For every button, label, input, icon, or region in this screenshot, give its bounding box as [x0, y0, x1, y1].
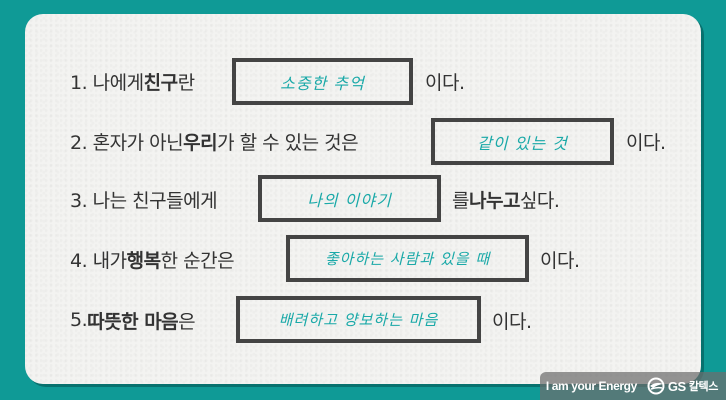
- prefix-bold: 따뜻한 마음: [87, 310, 179, 333]
- prefix-text: 3. 나는 친구들에게: [70, 189, 218, 212]
- worksheet-card: [25, 14, 701, 384]
- answer-box-1[interactable]: 소중한 추억: [232, 58, 413, 105]
- prefix-text: 4. 내가: [70, 249, 127, 272]
- gs-caltex-logo-icon: [647, 377, 665, 395]
- row-2-suffix: 이다.: [626, 117, 666, 165]
- slogan-text: I am your Energy: [545, 379, 637, 393]
- prefix-bold: 우리: [183, 131, 218, 154]
- prefix-text: 5.: [70, 309, 88, 331]
- answer-box-3[interactable]: 나의 이야기: [258, 175, 441, 222]
- suffix-pre: 를: [452, 189, 469, 212]
- answer-text: 같이 있는 것: [477, 133, 568, 153]
- row-3-suffix: 를 나누고 싶다.: [452, 175, 560, 223]
- suffix-text: 이다.: [540, 249, 580, 272]
- prefix-text: 2. 혼자가 아닌: [70, 131, 184, 154]
- prefix-tail: 란: [177, 71, 195, 94]
- prefix-bold: 행복: [126, 249, 161, 272]
- answer-text: 좋아하는 사람과 있을 때: [324, 250, 491, 268]
- brand-footer: I am your Energy GS 칼텍스: [540, 372, 726, 400]
- row-1-suffix: 이다.: [425, 57, 465, 105]
- row-4-suffix: 이다.: [540, 235, 580, 283]
- answer-text: 배려하고 양보하는 마음: [278, 311, 439, 329]
- answer-box-2[interactable]: 같이 있는 것: [431, 118, 614, 165]
- prefix-bold: 친구: [143, 71, 178, 94]
- answer-text: 소중한 추억: [280, 73, 365, 93]
- row-3-prefix: 3. 나는 친구들에게: [70, 175, 218, 223]
- suffix-bold: 나누고: [468, 189, 520, 212]
- prefix-tail: 한 순간은: [160, 249, 235, 272]
- brand-name: GS: [667, 378, 686, 394]
- suffix-text: 이다.: [425, 71, 465, 94]
- suffix-text: 이다.: [492, 310, 532, 333]
- prefix-tail: 가 할 수 있는 것은: [217, 131, 359, 154]
- answer-text: 나의 이야기: [307, 190, 392, 210]
- prefix-tail: 은: [178, 310, 196, 333]
- suffix-text: 이다.: [626, 131, 666, 154]
- brand-sub: 칼텍스: [688, 381, 719, 393]
- suffix-text: 싶다.: [519, 189, 560, 212]
- row-5-suffix: 이다.: [492, 296, 532, 344]
- answer-box-4[interactable]: 좋아하는 사람과 있을 때: [286, 235, 529, 282]
- prefix-text: 1. 나에게: [70, 71, 144, 94]
- answer-box-5[interactable]: 배려하고 양보하는 마음: [236, 296, 481, 343]
